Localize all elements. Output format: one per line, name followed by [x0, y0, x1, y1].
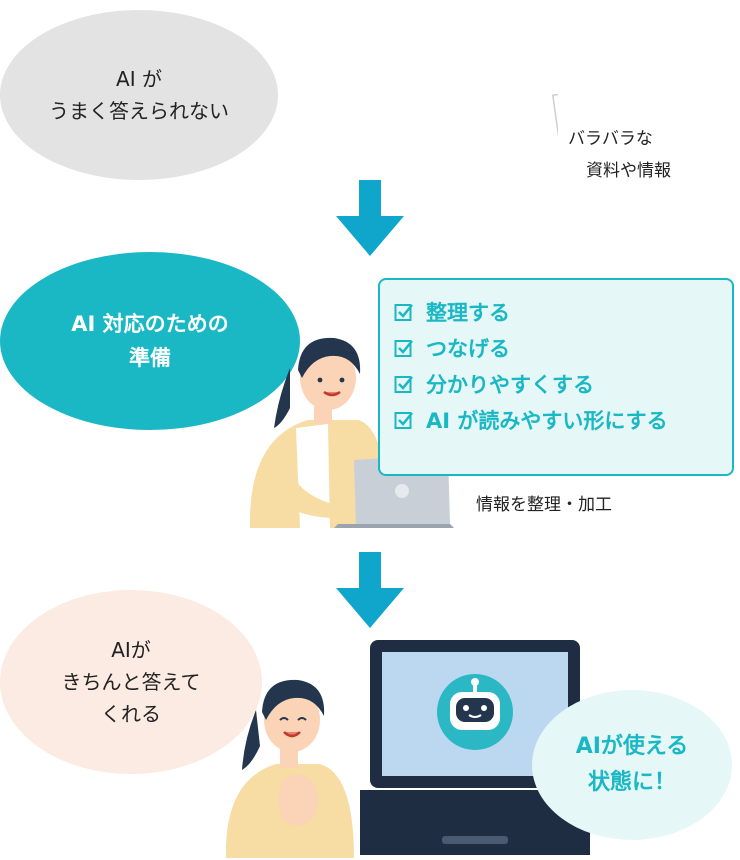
checkbox-checked-icon	[394, 412, 413, 429]
success-line-3: くれる	[101, 702, 161, 726]
checkbox-checked-icon	[394, 340, 413, 357]
checklist-label: 整理する	[426, 301, 510, 325]
preparation-bubble: AI 対応のための 準備	[0, 252, 300, 430]
checklist-label: 分かりやすくする	[426, 373, 594, 397]
checklist-label: AI が読みやすい形にする	[426, 409, 668, 433]
problem-line-1: AI が	[116, 67, 162, 91]
result-line-2: 状態に！	[587, 770, 676, 795]
preparation-checklist: 整理する つなげる 分かりやすくする AI が読みやすい形にする	[378, 278, 734, 476]
success-bubble: AIが きちんと答えて くれる	[0, 590, 262, 774]
checkbox-checked-icon	[394, 304, 413, 321]
lined-document-icon	[551, 82, 558, 188]
scattered-data-caption-line-2: 資料や情報	[586, 161, 671, 181]
problem-bubble: AI が うまく答えられない	[0, 10, 278, 180]
success-line-2: きちんと答えて	[61, 670, 201, 694]
happy-woman-illustration	[225, 679, 354, 858]
problem-line-2: うまく答えられない	[49, 99, 229, 123]
checklist-item: AI が読みやすい形にする	[394, 402, 718, 438]
checkbox-checked-icon	[394, 376, 413, 393]
checklist-item: つなげる	[394, 330, 718, 366]
checklist-label: つなげる	[426, 337, 510, 361]
scattered-documents-illustration	[551, 82, 558, 188]
result-bubble: AIが使える 状態に！	[532, 690, 732, 840]
down-arrow-icon	[336, 552, 404, 628]
scattered-data-caption-line-1: バラバラな	[568, 129, 653, 149]
woman-working-on-laptop-illustration	[249, 337, 454, 528]
result-line-1: AIが使える	[575, 734, 689, 759]
preparation-line-2: 準備	[129, 346, 171, 370]
success-line-1: AIが	[111, 638, 151, 662]
process-caption: 情報を整理・加工	[476, 495, 612, 515]
laptop-with-ai-robot-illustration	[360, 640, 590, 855]
down-arrow-icon	[336, 180, 404, 256]
checklist-item: 整理する	[394, 294, 718, 330]
checklist-item: 分かりやすくする	[394, 366, 718, 402]
preparation-line-1: AI 対応のための	[71, 312, 229, 336]
